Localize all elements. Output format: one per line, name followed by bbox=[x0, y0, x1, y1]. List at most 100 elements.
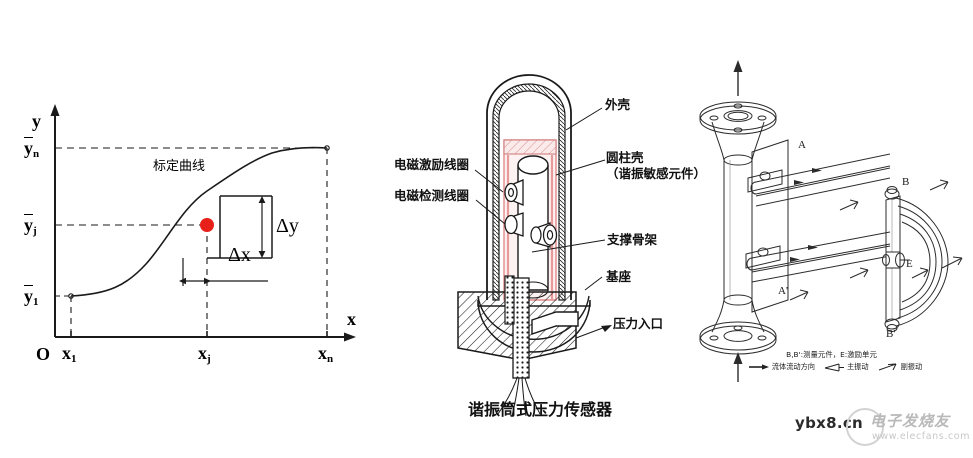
support-frame-top-ellipse bbox=[517, 155, 549, 175]
label-cylinder-shell-line1: 圆柱壳 bbox=[606, 150, 644, 165]
x-tick-xn: xn bbox=[318, 343, 334, 365]
solid-arrow-icon bbox=[748, 364, 769, 370]
flow-arrow-b1 bbox=[808, 245, 818, 250]
label-excitation-coil: 电磁激励线圈 bbox=[394, 157, 470, 172]
tube-a2-upper-edge bbox=[755, 167, 891, 197]
lead-wire-3 bbox=[521, 377, 527, 417]
lead-wire-2 bbox=[511, 377, 520, 417]
top-flange-bolt-4 bbox=[733, 127, 743, 133]
top-flange-bolt-2 bbox=[757, 115, 767, 121]
legend-label-flow-direction: 流体流动方向 bbox=[771, 362, 815, 371]
leader-detection-coil bbox=[475, 199, 506, 225]
legend-item-main-vibration: 主振动 bbox=[824, 362, 869, 372]
x-axis-label: x bbox=[347, 309, 356, 329]
right-connecting-bar bbox=[885, 195, 901, 323]
top-flange-bore bbox=[723, 110, 753, 122]
mounting-plate bbox=[751, 139, 789, 313]
legend-item-flow-direction: 流体流动方向 bbox=[748, 362, 815, 372]
right-coil-back-face bbox=[530, 226, 542, 244]
sensor-diagram-caption: 谐振筒式压力传感器 bbox=[467, 400, 612, 419]
watermark-elecfans-cn: 电子发烧友 bbox=[870, 412, 951, 430]
top-flange-bore-inner bbox=[727, 111, 749, 121]
delta-x-arrow-head-left bbox=[179, 277, 186, 285]
bottom-flange-bolt-3 bbox=[733, 325, 743, 331]
vib-arrow-4 bbox=[789, 289, 809, 301]
legend-label-secondary-vibration: 副振动 bbox=[900, 362, 923, 371]
flow-arrow-b2 bbox=[790, 257, 800, 262]
inlet-arrow-head bbox=[733, 60, 743, 72]
node-bp-collar bbox=[884, 318, 900, 330]
label-support-frame: 支撑骨架 bbox=[607, 232, 658, 247]
leader-base bbox=[584, 276, 603, 291]
delta-y-arrow-head-top bbox=[258, 196, 266, 203]
chart-canvas bbox=[50, 104, 356, 342]
watermark-elecfans-url: www.elecfans.com bbox=[872, 431, 971, 442]
x-tick-x1: x1 bbox=[62, 343, 77, 365]
legend-item-secondary-vibration: 副振动 bbox=[878, 362, 923, 372]
excitation-coil-core bbox=[508, 187, 515, 198]
tube-a-lower-edge bbox=[755, 165, 891, 195]
x-tick-xj: xj bbox=[198, 343, 211, 365]
loop-curve-2 bbox=[897, 205, 943, 319]
label-cylinder-shell-line2: （谐振敏感元件） bbox=[606, 165, 707, 181]
node-bp-bottom bbox=[886, 324, 898, 332]
loop-curve-3 bbox=[899, 213, 937, 311]
detection-coil-face bbox=[504, 214, 518, 235]
tube-a-stub bbox=[747, 169, 783, 193]
tube-ap2-lower-edge bbox=[751, 255, 891, 283]
delta-x-label: Δx bbox=[228, 244, 251, 266]
coriolis-flowmeter-diagram: A A' B B' E B,B':测量元件，E:激励单元 流体流动方向 主振动 bbox=[690, 0, 973, 458]
pressure-inlet-tube bbox=[512, 277, 530, 379]
base-notch bbox=[531, 311, 579, 335]
tube-a-stub-collar bbox=[759, 171, 771, 181]
flow-arrow-a2 bbox=[794, 180, 804, 185]
leader-pressure-inlet-arrow bbox=[601, 325, 612, 332]
vibration-arrows bbox=[789, 179, 963, 301]
lead-wire-1 bbox=[497, 377, 518, 415]
vib-arrow-2 bbox=[929, 179, 949, 191]
loop-curve-4 bbox=[901, 221, 931, 303]
tube-a-cap bbox=[750, 181, 757, 195]
y-tick-yj: yj bbox=[24, 214, 37, 237]
vib-arrow-5 bbox=[941, 256, 963, 269]
loop-curve-1 bbox=[895, 197, 949, 327]
curve-end-marker bbox=[324, 145, 330, 151]
curve-name-label: 标定曲线 bbox=[153, 159, 206, 174]
delta-y-arrow-head-bottom bbox=[258, 251, 266, 258]
top-neck-base-ellipse bbox=[723, 154, 753, 166]
y-axis-label: y bbox=[32, 111, 41, 131]
vib-arrow-3 bbox=[849, 267, 869, 279]
leader-cylinder-shell bbox=[555, 159, 606, 176]
tube-ap-cap bbox=[746, 257, 753, 271]
bottom-flange-bolt-1 bbox=[709, 335, 719, 341]
flowmeter-legend-line2: 流体流动方向 主振动 副振动 bbox=[698, 362, 973, 372]
watermark-logo-circle bbox=[846, 408, 884, 446]
tube-ap-stub bbox=[745, 245, 781, 269]
sensor-canvas bbox=[457, 74, 612, 417]
cylinder-shell-top-hatch bbox=[503, 139, 557, 155]
point-label-e: E bbox=[906, 258, 913, 270]
tube-ap-lower-edge bbox=[751, 243, 891, 271]
label-detection-coil: 电磁检测线圈 bbox=[394, 188, 470, 203]
x-axis-arrow bbox=[344, 332, 356, 342]
delta-y-label: Δy bbox=[276, 215, 299, 237]
open-arrow-right-icon bbox=[878, 363, 897, 370]
flowmeter-legend-line1: B,B':测量元件，E:激励单元 bbox=[786, 350, 877, 359]
vib-arrow-6 bbox=[911, 267, 929, 279]
pressure-inlet-side-channel bbox=[504, 275, 515, 325]
excitation-unit-back bbox=[882, 254, 890, 266]
lead-wire-4 bbox=[524, 377, 541, 415]
operating-point-marker bbox=[200, 218, 214, 232]
node-b-top bbox=[886, 186, 898, 194]
y-tick-yn: yn bbox=[24, 137, 40, 160]
calibration-curve-chart: y x yn yj y1 O x1 xj xn 标定曲线 Δy Δx bbox=[0, 0, 390, 458]
tube-ap2-upper-edge bbox=[751, 245, 891, 273]
label-base: 基座 bbox=[606, 269, 632, 284]
top-flange-bolt-3 bbox=[733, 103, 743, 109]
point-label-a-prime: A' bbox=[778, 285, 788, 297]
point-label-b-prime: B' bbox=[886, 328, 896, 340]
tube-a-upper-edge bbox=[755, 153, 891, 183]
label-pressure-inlet: 压力入口 bbox=[613, 316, 664, 331]
delta-x-arrow-head-right bbox=[204, 277, 211, 285]
